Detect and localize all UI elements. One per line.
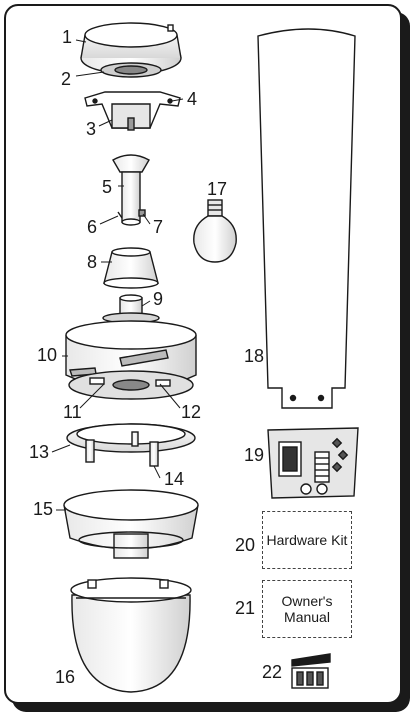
- label-21: 21: [235, 598, 256, 618]
- leader-lines: [51, 39, 184, 511]
- label-11: 11: [63, 402, 82, 422]
- label-6: 6: [87, 217, 98, 237]
- mounting-bracket-part: [84, 91, 181, 131]
- label-3: 3: [86, 119, 97, 139]
- light-kit-plate-part: [66, 423, 196, 467]
- label-2: 2: [61, 69, 72, 89]
- label-16: 16: [55, 667, 76, 687]
- label-14: 14: [164, 469, 185, 489]
- label-8: 8: [87, 252, 98, 272]
- battery-pack-part: [291, 653, 331, 689]
- downrod-part: [112, 154, 150, 226]
- label-5: 5: [102, 177, 113, 197]
- switch-plate-part: [68, 370, 194, 400]
- label-12: 12: [181, 402, 202, 422]
- label-18: 18: [244, 346, 265, 366]
- glass-bowl-part: [70, 577, 192, 693]
- hardware-kit-label: Hardware Kit: [266, 532, 348, 548]
- remote-control-part: [267, 427, 359, 499]
- hardware-kit-box: Hardware Kit: [262, 511, 352, 569]
- owners-manual-line2: Manual: [284, 609, 330, 625]
- fan-blade-part: [257, 28, 356, 409]
- coupler-cover-part: [103, 247, 159, 289]
- owners-manual-box: Owner's Manual: [262, 580, 352, 638]
- motor-coupler-part: [102, 294, 160, 324]
- label-17: 17: [207, 179, 228, 199]
- label-4: 4: [187, 89, 198, 109]
- bulb-part: [193, 199, 237, 263]
- label-7: 7: [153, 217, 164, 237]
- owners-manual-line1: Owner's: [281, 593, 333, 609]
- label-13: 13: [29, 442, 50, 462]
- label-10: 10: [37, 345, 58, 365]
- label-1: 1: [62, 27, 73, 47]
- label-19: 19: [244, 445, 265, 465]
- canopy-ring-part: [100, 62, 162, 78]
- label-22: 22: [262, 662, 283, 682]
- label-15: 15: [33, 499, 54, 519]
- label-20: 20: [235, 535, 256, 555]
- light-housing-part: [63, 489, 199, 559]
- label-9: 9: [153, 289, 164, 309]
